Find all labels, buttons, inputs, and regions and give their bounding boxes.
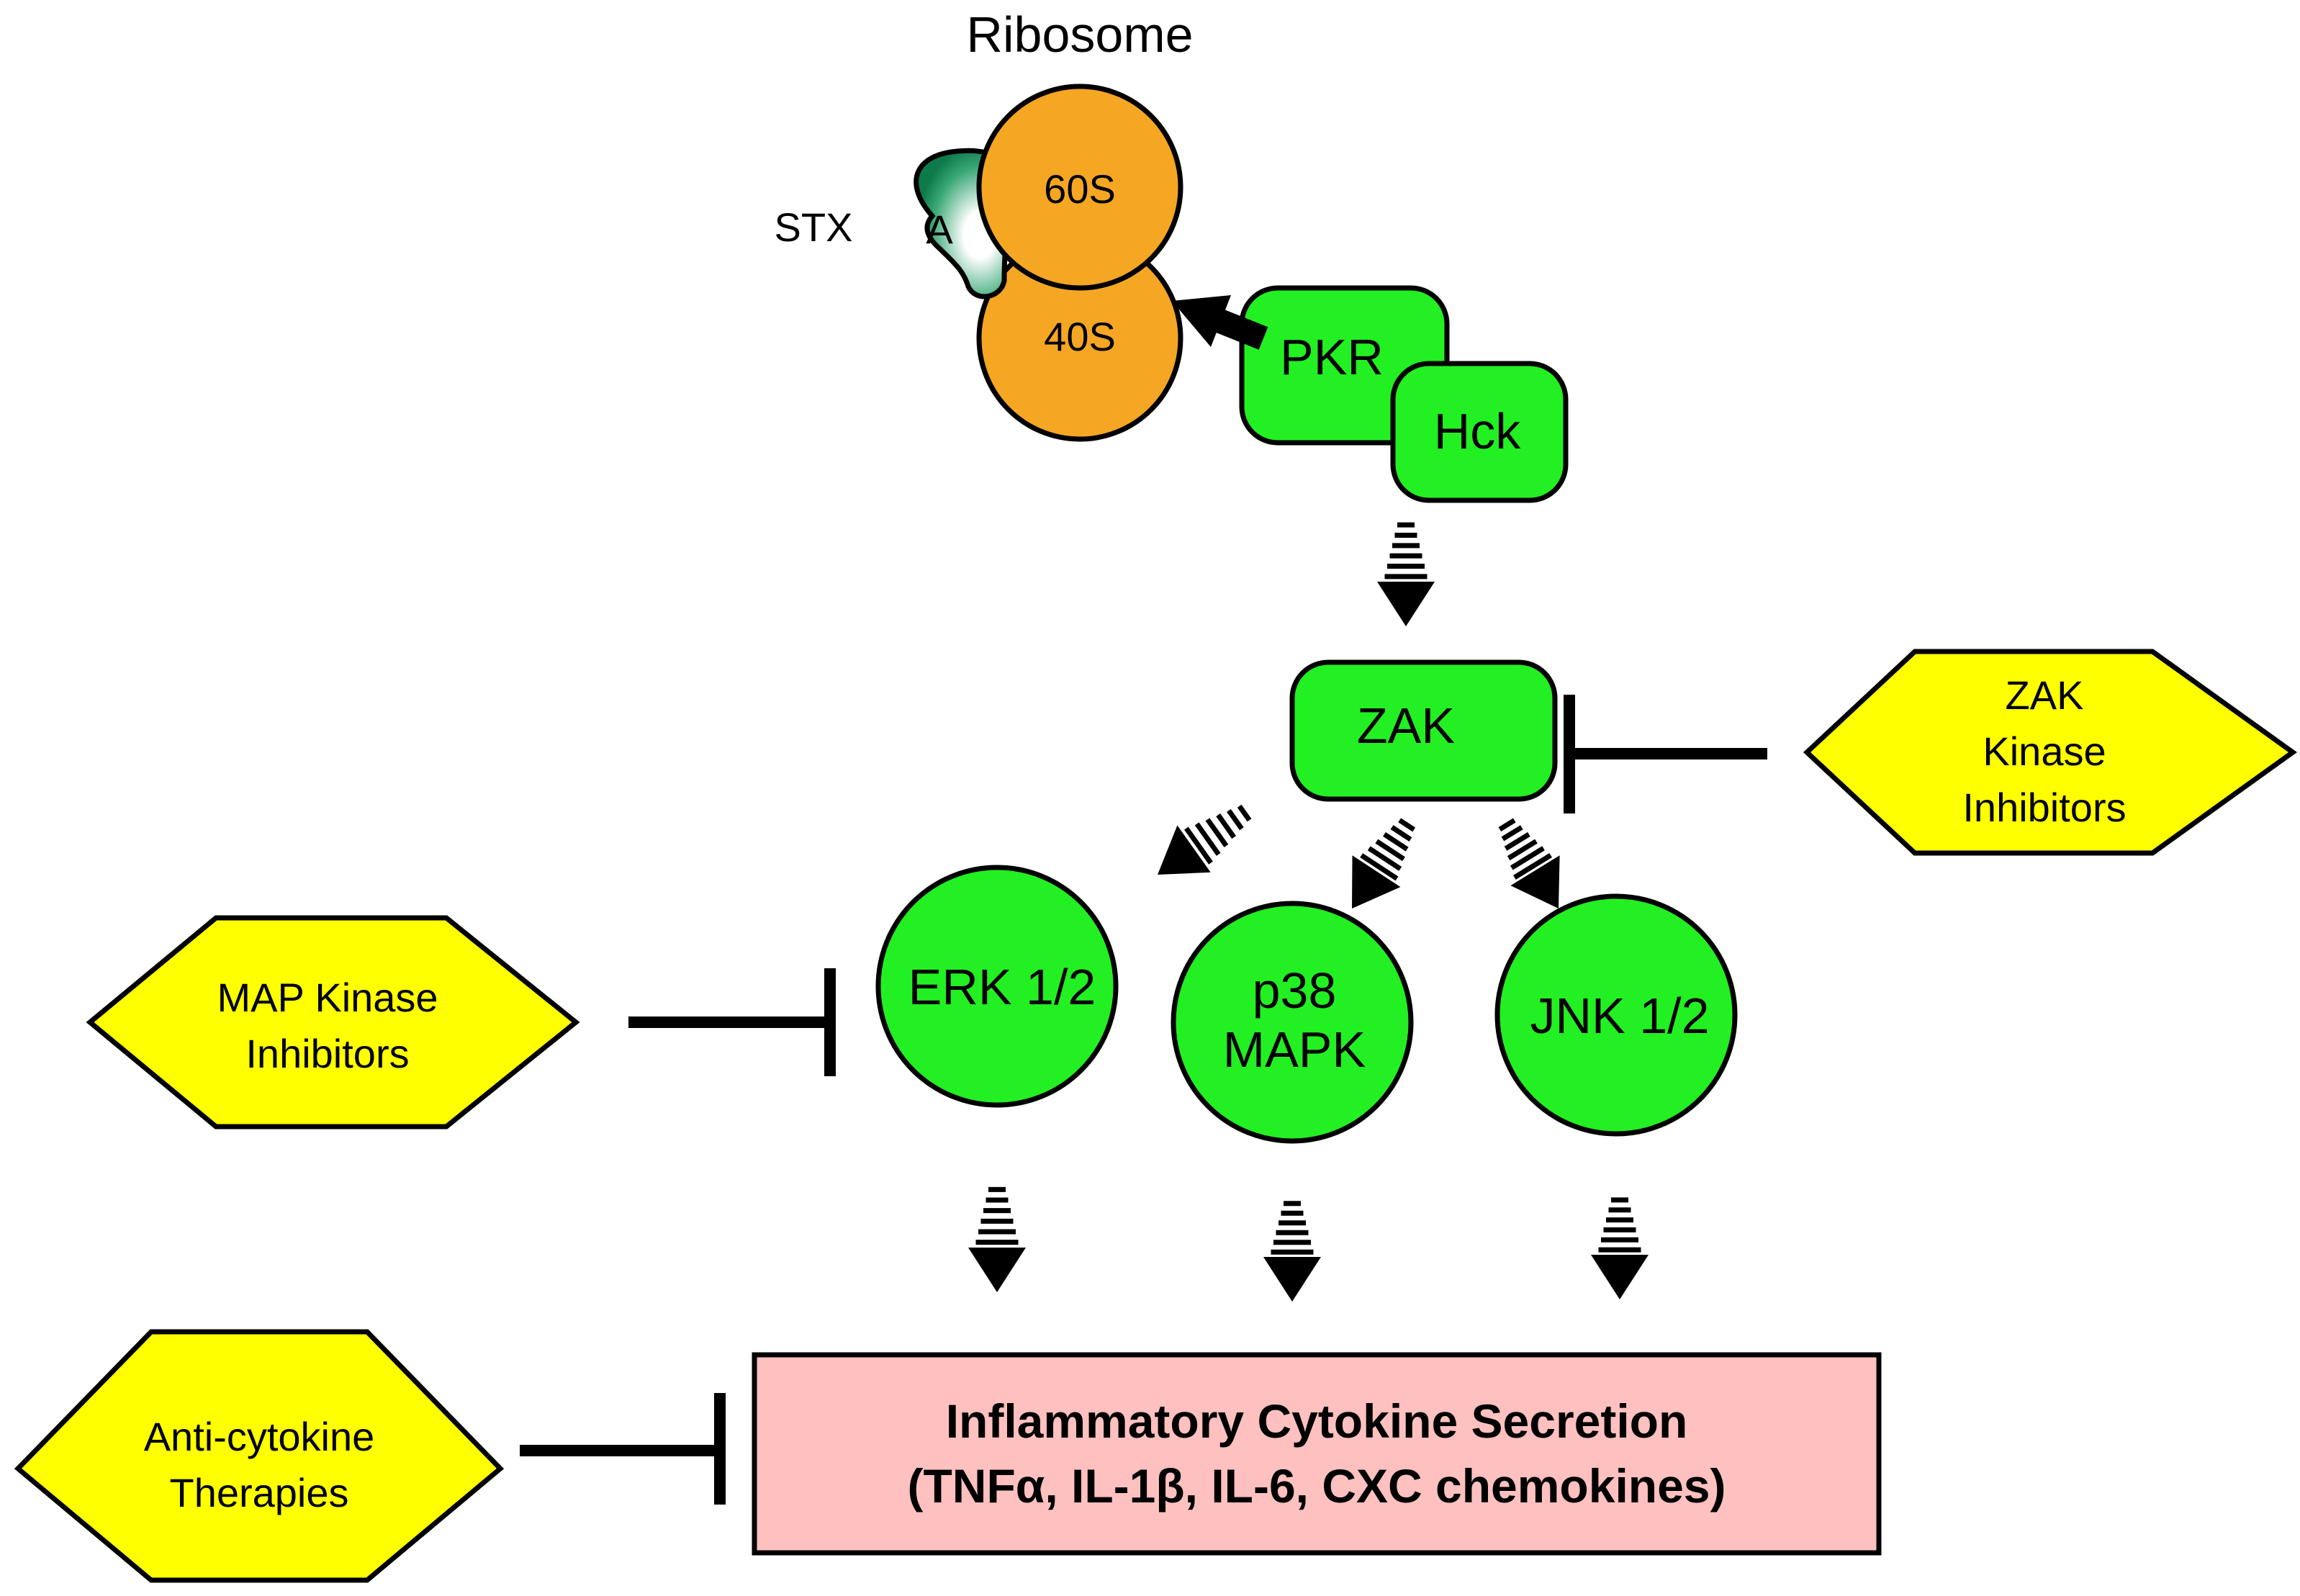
output-line1: Inflammatory Cytokine Secretion (946, 1394, 1688, 1448)
ribosome-40s-label: 40S (1044, 314, 1116, 359)
jnk-node (1494, 893, 1738, 1137)
ribosome-title: Ribosome (966, 6, 1193, 63)
erk-label: ERK 1/2 (908, 959, 1096, 1015)
ribosome-60s-label: 60S (1044, 166, 1116, 212)
p38-node (1171, 901, 1414, 1144)
zak-inhibitor-line3: Inhibitors (1962, 785, 2126, 830)
zak-inhibitor-line1: ZAK (2006, 672, 2084, 718)
hck-to-zak-arrow (1377, 522, 1435, 626)
zak-to-erk-arrow (1158, 804, 1252, 875)
map-inhibitor-line1: MAP Kinase (217, 975, 438, 1020)
toxin-name-label: STX (775, 204, 853, 250)
anti-cytokine-hexagon (14, 1329, 505, 1583)
toxin-subunit-label: A (926, 207, 953, 252)
zak-inhibitor-hexagon (1803, 649, 2298, 856)
p38-to-output-arrow (1263, 1201, 1321, 1302)
hck-node (1390, 361, 1569, 503)
jnk-to-output-arrow (1591, 1197, 1649, 1299)
pkr-to-ribosome-arrow (1172, 295, 1268, 350)
zak-inhibitor-line2: Kinase (1983, 729, 2106, 774)
zak-node (1289, 659, 1558, 802)
anti-cytokine-line1: Anti-cytokine (144, 1414, 375, 1459)
zak-to-p38-arrow (1352, 818, 1416, 909)
zak-label: ZAK (1357, 698, 1455, 754)
map-kinase-inhibition-tbar (628, 968, 836, 1076)
jnk-label: JNK 1/2 (1530, 988, 1710, 1044)
output-line2: (TNFα, IL-1β, IL-6, CXC chemokines) (908, 1459, 1726, 1512)
hck-label: Hck (1434, 403, 1522, 459)
erk-node (875, 865, 1119, 1108)
map-kinase-inhibitor-hexagon (86, 915, 580, 1130)
anti-cytokine-line2: Therapies (169, 1470, 348, 1515)
p38-label-line2: MAPK (1223, 1022, 1366, 1078)
anti-cytokine-inhibition-tbar (520, 1393, 726, 1505)
ribosome-60s-subunit (976, 84, 1183, 291)
pkr-label: PKR (1280, 329, 1384, 385)
p38-label-line1: p38 (1253, 962, 1337, 1019)
map-inhibitor-line2: Inhibitors (245, 1031, 409, 1076)
erk-to-output-arrow (968, 1186, 1026, 1292)
zak-inhibition-tbar (1564, 695, 1767, 813)
zak-to-jnk-arrow (1498, 818, 1560, 909)
cytokine-secretion-box (752, 1352, 1882, 1556)
